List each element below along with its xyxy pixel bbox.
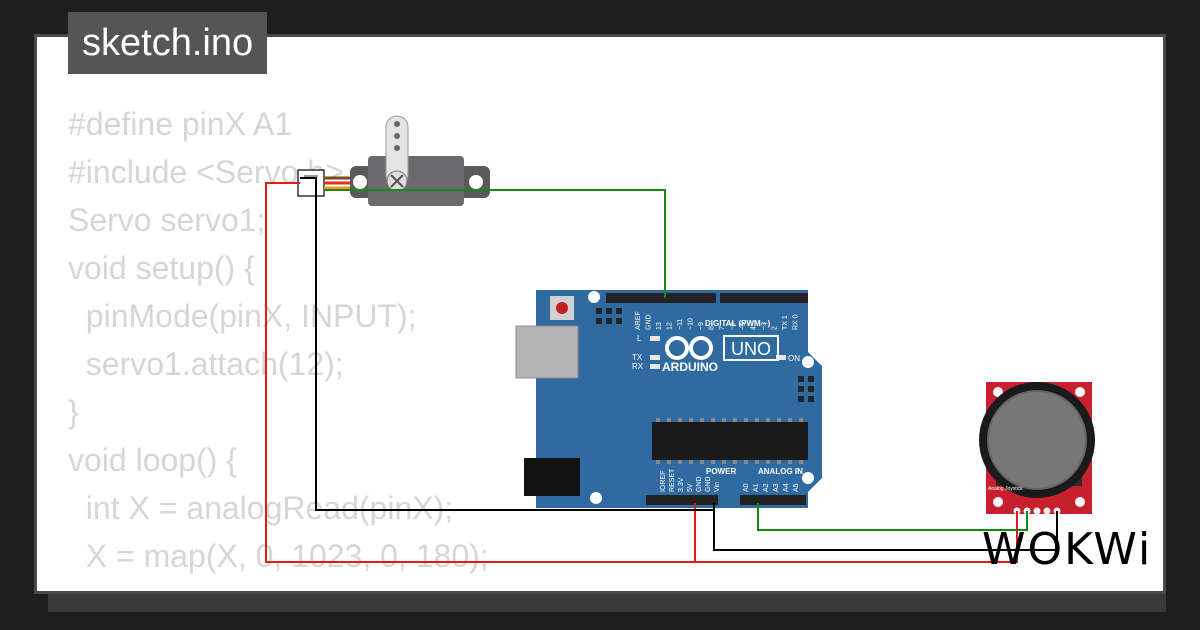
wire-vrx-green bbox=[757, 503, 1028, 531]
pin-label: 12 bbox=[667, 322, 674, 330]
pin-label: 5V bbox=[687, 483, 694, 492]
arduino-logo-icon bbox=[665, 336, 713, 360]
wires bbox=[265, 177, 1058, 563]
pin-label: A4 bbox=[783, 483, 790, 492]
code-line: Servo servo1; bbox=[68, 202, 266, 238]
wokwi-logo: WOKWi bbox=[982, 524, 1153, 575]
code-line: servo1.attach(12); bbox=[68, 346, 344, 382]
pin-label: 4 bbox=[751, 326, 758, 330]
file-title: sketch.ino bbox=[68, 12, 268, 74]
power-header bbox=[646, 495, 718, 505]
wire-signal-green bbox=[324, 189, 666, 298]
led-l bbox=[650, 336, 660, 341]
pin-label: IOREF bbox=[660, 471, 667, 492]
atmega-chip bbox=[652, 422, 808, 460]
wire-gnd-joystick-black bbox=[713, 510, 1058, 551]
pin-label: 2 bbox=[772, 326, 779, 330]
usb-port bbox=[515, 325, 579, 379]
pin-label: GND bbox=[705, 476, 712, 492]
servo-connector bbox=[297, 169, 325, 197]
led-tx bbox=[650, 355, 660, 360]
tx-label: TX bbox=[632, 353, 643, 362]
pin-label: A0 bbox=[743, 483, 750, 492]
pin-label: ~11 bbox=[677, 319, 684, 330]
pin-label: A5 bbox=[793, 483, 800, 492]
pin-label: ~5 bbox=[740, 322, 747, 330]
pin-label: 8 bbox=[709, 326, 716, 330]
code-line: pinMode(pinX, INPUT); bbox=[68, 298, 417, 334]
pin-label: 7 bbox=[719, 326, 726, 330]
pin-label: RESET bbox=[669, 468, 676, 492]
wire-5v-red bbox=[265, 182, 1018, 563]
code-line: #define pinX A1 bbox=[68, 106, 293, 142]
l-label: L bbox=[637, 334, 642, 343]
pin-label: GND bbox=[646, 314, 653, 330]
servo-body bbox=[368, 156, 464, 206]
joystick-label: Analog Joystick bbox=[988, 486, 1023, 492]
board-brand: ARDUINO bbox=[662, 360, 718, 374]
led-rx bbox=[650, 364, 660, 369]
power-jack bbox=[524, 458, 580, 496]
power-label: POWER bbox=[706, 467, 736, 476]
pin-label: Vin bbox=[714, 482, 721, 492]
pin-label: RX 0 bbox=[793, 314, 800, 330]
code-preview: #define pinX A1#include <Servo.h>Servo s… bbox=[68, 100, 489, 580]
rx-label: RX bbox=[632, 362, 644, 371]
board-model: UNO bbox=[731, 339, 771, 359]
code-line: } bbox=[68, 394, 79, 430]
wire-gnd-black bbox=[300, 177, 715, 511]
code-line: void setup() { bbox=[68, 250, 255, 286]
on-label: ON bbox=[788, 354, 800, 363]
digital-label: DIGITAL (PWM ~) bbox=[705, 319, 771, 328]
pin-label: 3.3V bbox=[678, 477, 685, 492]
analog-joystick[interactable]: Analog Joystick bbox=[979, 382, 1095, 515]
pin-label: ~6 bbox=[730, 322, 737, 330]
pin-label: ~10 bbox=[688, 318, 695, 330]
digital-header-right bbox=[720, 293, 808, 303]
pin-label: A3 bbox=[773, 483, 780, 492]
analog-label: ANALOG IN bbox=[758, 467, 803, 476]
led-on bbox=[776, 355, 786, 360]
analog-header bbox=[740, 495, 806, 505]
pin-label: GND bbox=[696, 476, 703, 492]
code-line: int X = analogRead(pinX); bbox=[68, 490, 454, 526]
servo-motor[interactable] bbox=[297, 115, 490, 206]
pin-label: 13 bbox=[656, 322, 663, 330]
pin-label: ~3 bbox=[761, 322, 768, 330]
pin-label: ~9 bbox=[698, 322, 705, 330]
code-line: X = map(X, 0, 1023, 0, 180); bbox=[68, 538, 489, 574]
card-shadow bbox=[48, 594, 1166, 612]
pin-label: TX 1 bbox=[782, 315, 789, 330]
pin-label: AREF bbox=[635, 311, 642, 330]
code-line: void loop() { bbox=[68, 442, 237, 478]
digital-header-left bbox=[606, 293, 716, 303]
pin-label: A1 bbox=[753, 483, 760, 492]
pin-label: A2 bbox=[763, 483, 770, 492]
arduino-uno-board[interactable]: UNO ARDUINO DIGITAL (PWM ~) POWER ANALOG… bbox=[515, 290, 822, 508]
